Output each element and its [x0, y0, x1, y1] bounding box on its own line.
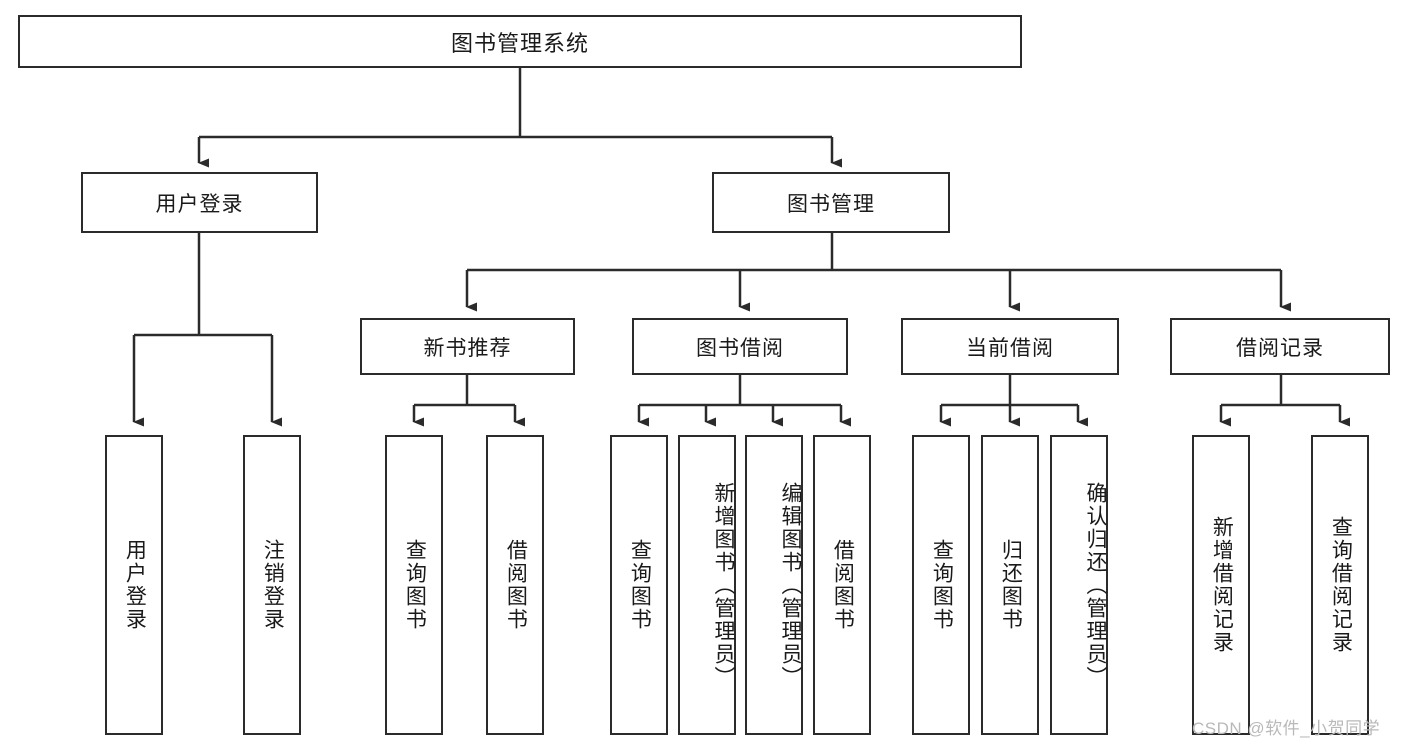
edge-root-to-level1 — [197, 68, 842, 168]
csdn-watermark-text: CSDN @软件_小贺同学 — [1192, 719, 1381, 738]
edge-borrowrecord-to-leaves — [1219, 375, 1350, 427]
node-user-login-label: 用户登录 — [155, 192, 244, 216]
leaf-query-book-borrow-label: 查询图书 — [628, 539, 652, 631]
node-root-book-management-system[interactable]: 图书管理系统 — [18, 15, 1022, 68]
leaf-logout[interactable]: 注销登录 — [243, 435, 301, 735]
leaf-query-borrow-record-label: 查询借阅记录 — [1329, 516, 1353, 654]
leaf-edit-book-admin-label: 编辑图书（管理员） — [779, 481, 802, 689]
leaf-query-book-current-label: 查询图书 — [930, 539, 954, 631]
leaf-query-book-newbook-label: 查询图书 — [403, 539, 427, 631]
node-book-management[interactable]: 图书管理 — [712, 172, 950, 233]
leaf-borrow-book-newbook[interactable]: 借阅图书 — [486, 435, 544, 735]
node-new-book-recommendation-label: 新书推荐 — [423, 336, 512, 360]
leaf-confirm-return-admin-label: 确认归还（管理员） — [1084, 481, 1107, 689]
node-current-borrowing-label: 当前借阅 — [966, 336, 1054, 360]
leaf-query-book-borrow[interactable]: 查询图书 — [610, 435, 668, 735]
leaf-query-book-newbook[interactable]: 查询图书 — [385, 435, 443, 735]
node-borrowing-record[interactable]: 借阅记录 — [1170, 318, 1390, 375]
edge-newbook-to-leaves — [412, 375, 525, 427]
node-borrowing-record-label: 借阅记录 — [1236, 336, 1324, 360]
leaf-query-borrow-record[interactable]: 查询借阅记录 — [1311, 435, 1369, 735]
node-user-login[interactable]: 用户登录 — [81, 172, 318, 233]
leaf-add-book-admin-label: 新增图书（管理员） — [712, 481, 735, 689]
leaf-borrow-book-borrow-label: 借阅图书 — [831, 539, 855, 631]
edge-currentborrow-to-leaves — [939, 375, 1088, 427]
leaf-logout-label: 注销登录 — [261, 539, 285, 631]
leaf-add-borrow-record[interactable]: 新增借阅记录 — [1192, 435, 1250, 735]
leaf-user-login-label: 用户登录 — [123, 539, 147, 631]
node-book-borrowing-label: 图书借阅 — [696, 336, 784, 360]
leaf-return-book-label: 归还图书 — [999, 539, 1023, 631]
node-book-management-label: 图书管理 — [787, 192, 875, 216]
edge-userlogin-to-leaves — [132, 233, 282, 427]
leaf-borrow-book-newbook-label: 借阅图书 — [504, 539, 528, 631]
leaf-borrow-book-borrow[interactable]: 借阅图书 — [813, 435, 871, 735]
leaf-confirm-return-admin[interactable]: 确认归还（管理员） — [1050, 435, 1108, 735]
edge-bookmanage-to-level2 — [465, 233, 1291, 312]
leaf-add-borrow-record-label: 新增借阅记录 — [1210, 516, 1234, 654]
node-book-borrowing[interactable]: 图书借阅 — [632, 318, 848, 375]
leaf-edit-book-admin[interactable]: 编辑图书（管理员） — [745, 435, 803, 735]
leaf-return-book[interactable]: 归还图书 — [981, 435, 1039, 735]
leaf-add-book-admin[interactable]: 新增图书（管理员） — [678, 435, 736, 735]
node-current-borrowing[interactable]: 当前借阅 — [901, 318, 1119, 375]
leaf-query-book-current[interactable]: 查询图书 — [912, 435, 970, 735]
csdn-watermark: CSDN @软件_小贺同学 — [1192, 714, 1380, 739]
edge-bookborrow-to-leaves — [637, 375, 851, 427]
node-root-label: 图书管理系统 — [450, 30, 589, 56]
leaf-user-login[interactable]: 用户登录 — [105, 435, 163, 735]
node-new-book-recommendation[interactable]: 新书推荐 — [360, 318, 575, 375]
